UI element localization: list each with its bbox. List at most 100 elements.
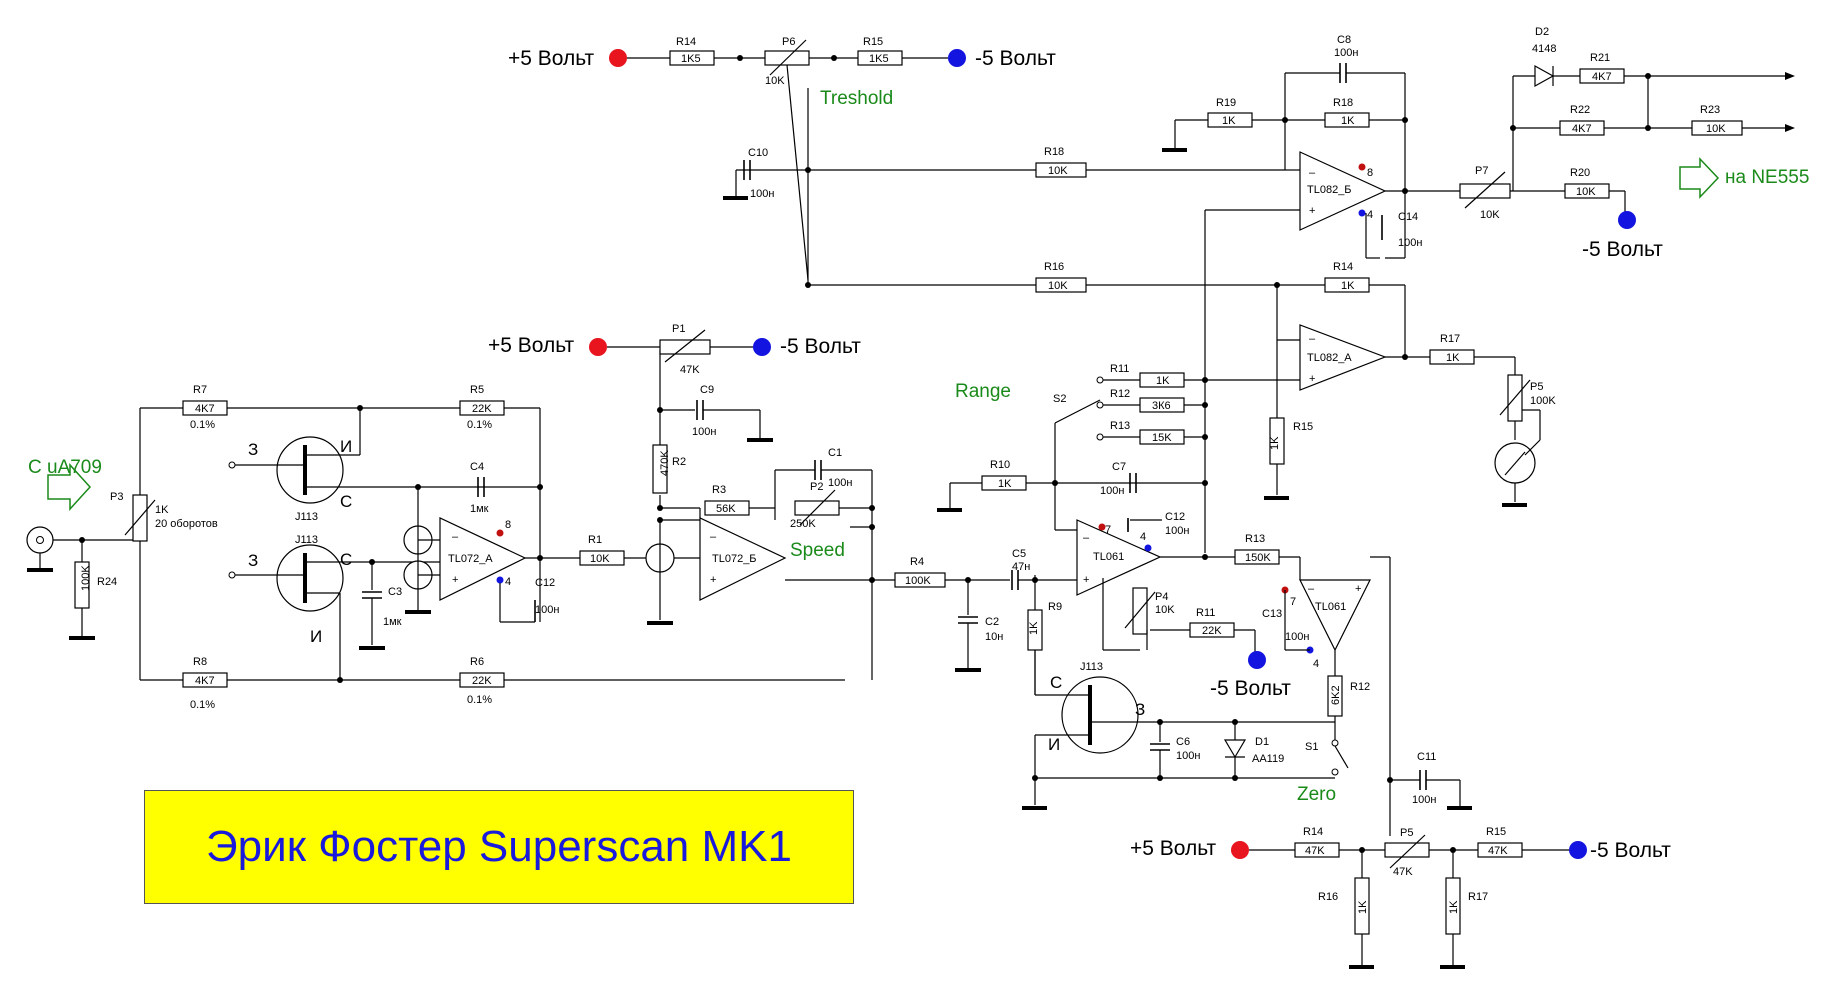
svg-text:+: +	[452, 574, 458, 586]
svg-text:56K: 56K	[716, 503, 736, 515]
svg-text:C7: C7	[1112, 461, 1126, 473]
svg-text:–: –	[710, 531, 717, 543]
svg-text:-5 Вольт: -5 Вольт	[1590, 839, 1671, 862]
svg-text:R15: R15	[863, 36, 883, 48]
svg-text:R16: R16	[1318, 891, 1338, 903]
svg-text:R5: R5	[470, 384, 484, 396]
svg-text:10н: 10н	[985, 631, 1003, 643]
svg-text:D1: D1	[1255, 736, 1269, 748]
svg-text:C3: C3	[388, 586, 402, 598]
svg-text:4148: 4148	[1532, 43, 1556, 55]
svg-text:И: И	[340, 437, 352, 456]
svg-text:TL072_Б: TL072_Б	[712, 553, 757, 565]
svg-text:250K: 250K	[790, 518, 816, 530]
svg-text:1K: 1K	[1341, 115, 1355, 127]
svg-text:R10: R10	[990, 459, 1010, 471]
svg-text:100н: 100н	[692, 426, 716, 438]
svg-text:P3: P3	[110, 491, 123, 503]
svg-text:1K: 1K	[1448, 900, 1460, 914]
svg-text:С: С	[1050, 673, 1062, 692]
svg-text:C4: C4	[470, 461, 484, 473]
svg-text:4: 4	[1140, 531, 1146, 543]
input-arrow-icon	[47, 463, 92, 511]
svg-text:47K: 47K	[1305, 845, 1325, 857]
svg-text:1K: 1K	[1269, 436, 1281, 450]
svg-text:0.1%: 0.1%	[467, 694, 492, 706]
svg-text:P6: P6	[782, 36, 795, 48]
svg-text:100K: 100K	[1530, 395, 1556, 407]
svg-text:1K5: 1K5	[681, 53, 701, 65]
svg-text:R11: R11	[1196, 607, 1215, 619]
speed-note: Speed	[790, 540, 845, 561]
svg-text:100н: 100н	[1334, 47, 1358, 59]
svg-text:10K: 10K	[590, 553, 610, 565]
svg-text:1K: 1K	[1156, 375, 1170, 387]
svg-text:R9: R9	[1048, 601, 1062, 613]
svg-text:R18: R18	[1044, 146, 1064, 158]
svg-text:4: 4	[1367, 209, 1373, 221]
threshold-note: Treshold	[820, 88, 893, 109]
svg-text:47K: 47K	[1488, 845, 1508, 857]
svg-text:100н: 100н	[1398, 237, 1422, 249]
output-note: на NE555	[1725, 167, 1809, 188]
supply-plus-label: +5 Вольт	[508, 47, 595, 70]
svg-text:–: –	[1309, 167, 1316, 179]
svg-text:R14: R14	[676, 36, 696, 48]
svg-text:C11: C11	[1417, 751, 1436, 763]
svg-text:1K: 1K	[1222, 115, 1236, 127]
svg-text:S2: S2	[1053, 393, 1066, 405]
svg-text:1K: 1K	[1446, 352, 1460, 364]
svg-text:TL072_A: TL072_A	[448, 553, 493, 565]
svg-text:C6: C6	[1176, 736, 1190, 748]
svg-text:+: +	[1309, 205, 1315, 217]
svg-text:+5 Вольт: +5 Вольт	[488, 334, 575, 357]
svg-text:10K: 10K	[1048, 280, 1068, 292]
svg-text:R8: R8	[193, 656, 207, 668]
svg-text:10K: 10K	[1706, 123, 1726, 135]
svg-text:10K: 10K	[1155, 604, 1175, 616]
svg-text:R18: R18	[1333, 97, 1353, 109]
supply-plus-terminal	[609, 49, 627, 67]
svg-text:100K: 100K	[905, 575, 931, 587]
svg-text:1мк: 1мк	[470, 503, 489, 515]
svg-text:З: З	[1135, 700, 1145, 719]
svg-text:4K7: 4K7	[195, 675, 215, 687]
svg-text:R7: R7	[193, 384, 207, 396]
svg-text:C14: C14	[1398, 211, 1418, 223]
svg-text:–: –	[1308, 583, 1315, 595]
svg-text:C12: C12	[535, 577, 555, 589]
svg-text:P7: P7	[1475, 165, 1488, 177]
svg-text:10K: 10K	[1048, 165, 1068, 177]
svg-text:100н: 100н	[1412, 794, 1436, 806]
svg-text:C5: C5	[1012, 548, 1026, 560]
threshold-divider: +5 Вольт R14 1K5 P6 10K R15 1K5 -5 Вольт…	[508, 36, 1056, 283]
svg-text:150K: 150K	[1245, 552, 1271, 564]
svg-text:R17: R17	[1440, 333, 1460, 345]
svg-text:100н: 100н	[1176, 750, 1200, 762]
svg-text:1K: 1K	[1028, 621, 1040, 635]
svg-text:-5 Вольт: -5 Вольт	[1582, 238, 1663, 261]
svg-text:R12: R12	[1350, 681, 1370, 693]
svg-text:100н: 100н	[1100, 485, 1124, 497]
svg-text:R16: R16	[1044, 261, 1064, 273]
svg-text:47н: 47н	[1012, 561, 1030, 573]
svg-text:20 оборотов: 20 оборотов	[155, 518, 218, 530]
svg-text:R13: R13	[1245, 533, 1265, 545]
svg-text:–: –	[1083, 532, 1090, 544]
diagram-title: Эрик Фостер Superscan MK1	[206, 822, 792, 871]
svg-text:S1: S1	[1305, 741, 1318, 753]
svg-text:10K: 10K	[1480, 209, 1500, 221]
svg-text:R23: R23	[1700, 104, 1720, 116]
svg-text:1K5: 1K5	[869, 53, 889, 65]
svg-text:1K: 1K	[155, 504, 169, 516]
supply-minus-terminal	[948, 49, 966, 67]
svg-text:J113: J113	[1080, 661, 1103, 673]
svg-text:6K2: 6K2	[1330, 685, 1342, 705]
svg-text:15K: 15K	[1152, 432, 1172, 444]
J113-fet-icon	[1061, 676, 1139, 754]
svg-text:R12: R12	[1110, 388, 1130, 400]
svg-text:R14: R14	[1303, 826, 1323, 838]
svg-text:100н: 100н	[828, 477, 852, 489]
svg-text:P4: P4	[1155, 591, 1168, 603]
svg-text:C12: C12	[1165, 511, 1185, 523]
